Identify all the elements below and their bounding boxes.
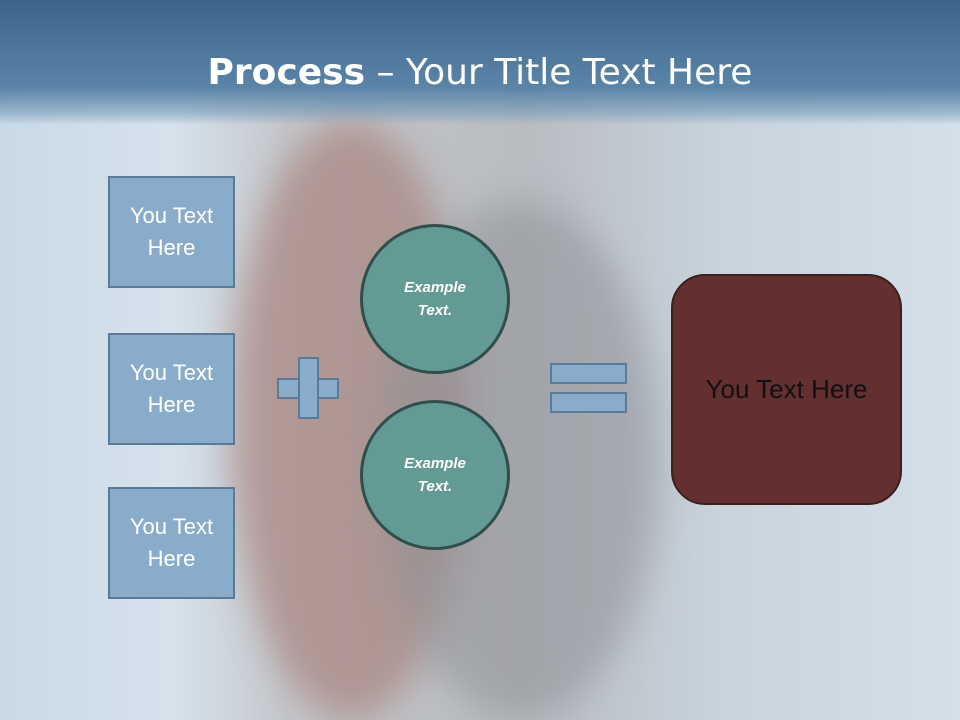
input-box-2: You Text Here (108, 333, 235, 445)
slide-title: Process – Your Title Text Here (207, 52, 753, 93)
example-circle-2: Example Text. (360, 400, 510, 550)
input-box-3: You Text Here (108, 487, 235, 599)
example-circle-1: Example Text. (360, 224, 510, 374)
header-bar (0, 0, 960, 125)
input-box-1: You Text Here (108, 176, 235, 288)
result-box: You Text Here (671, 274, 902, 505)
